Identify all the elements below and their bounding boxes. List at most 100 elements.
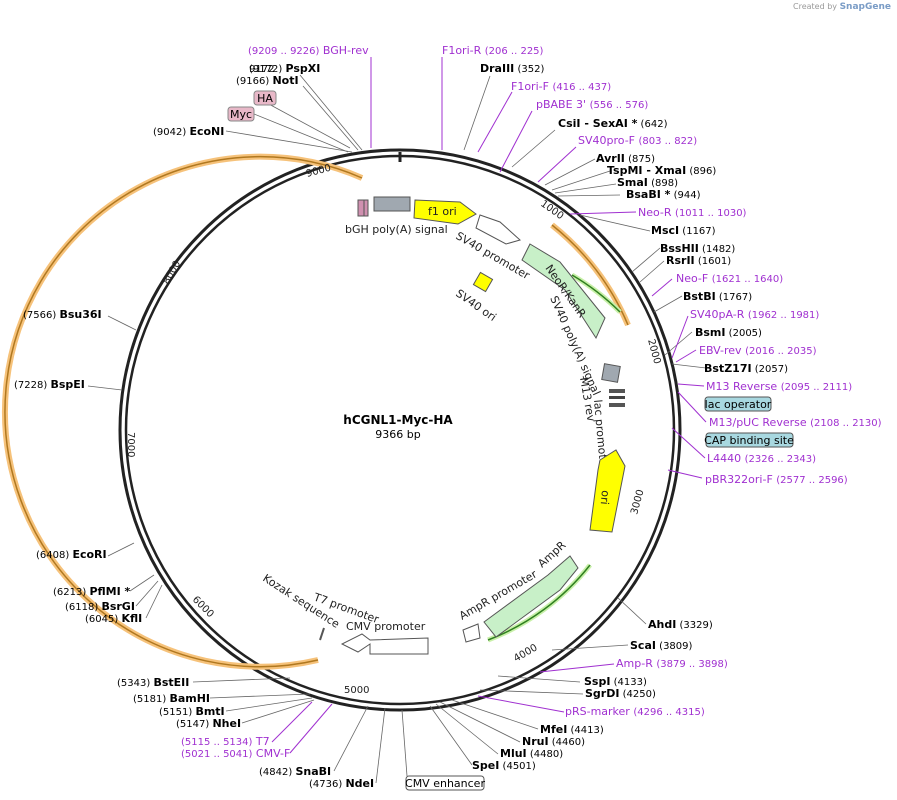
site-econi[interactable]: (9042) EcoNI [153, 125, 224, 138]
svg-text:CMV enhancer: CMV enhancer [405, 777, 485, 790]
site-draiii[interactable]: DraIII (352) [480, 62, 544, 75]
plasmid-length: 9366 bp [375, 428, 420, 441]
orf-arc-left-core [4, 155, 363, 668]
label-cmv-enhancer[interactable]: CMV enhancer [405, 775, 485, 791]
primer-t7[interactable]: (5115 .. 5134) T7 [181, 735, 270, 748]
site-mlui[interactable]: MluI (4480) [500, 747, 563, 760]
site-nhei[interactable]: (5147) NheI [176, 717, 241, 730]
site-bmti[interactable]: (5151) BmtI [159, 705, 225, 718]
tick-3000: 3000 [629, 488, 646, 515]
site-sspi[interactable]: SspI (4133) [584, 675, 647, 688]
primer-ebv-rev[interactable]: EBV-rev (2016 .. 2035) [699, 344, 817, 357]
label-lac-operator[interactable]: lac operator [704, 396, 772, 412]
site-msci[interactable]: MscI (1167) [651, 224, 716, 237]
site-spei[interactable]: SpeI (4501) [472, 759, 536, 772]
label-myc[interactable]: Myc [227, 106, 255, 122]
credit-text: Created by [793, 2, 838, 11]
primer-prs-marker[interactable]: pRS-marker (4296 .. 4315) [565, 705, 705, 718]
site-bsshii[interactable]: BssHII (1482) [660, 242, 735, 255]
primer-bgh-rev[interactable]: (9209 .. 9226) BGH-rev [248, 44, 369, 57]
site-leaders [87, 74, 707, 784]
site-smai[interactable]: SmaI (898) [617, 176, 678, 189]
primer-sv40pro-f[interactable]: SV40pro-F (803 .. 822) [578, 134, 697, 147]
site-snabi[interactable]: (4842) SnaBI [259, 765, 331, 778]
site-bstz17i[interactable]: BstZ17I (2057) [704, 362, 788, 375]
site-noti[interactable]: (9166) NotI [236, 74, 299, 87]
site-scai[interactable]: ScaI (3809) [630, 639, 693, 652]
feature-ampr[interactable] [483, 555, 579, 638]
label-cap-binding-site[interactable]: CAP binding site [704, 432, 794, 448]
svg-text:Myc: Myc [230, 108, 252, 121]
feature-cmv-promoter-label: CMV promoter [346, 620, 426, 633]
site-labels: 9172 [249, 64, 274, 75]
site-bsabi[interactable]: BsaBI * (944) [626, 188, 701, 201]
site-ndei[interactable]: (4736) NdeI [309, 777, 374, 790]
feature-lac-promoter-label: lac promoter [591, 399, 610, 471]
site-bstbi[interactable]: BstBI (1767) [683, 290, 752, 303]
tick-6000: 6000 [190, 594, 216, 620]
feature-lac-operator[interactable] [609, 396, 625, 399]
site-bamhi[interactable]: (5181) BamHI [133, 692, 210, 705]
feature-ori-label: ori [598, 490, 612, 505]
label-ha[interactable]: HA [253, 90, 277, 106]
feature-bgh-polya-label: bGH poly(A) signal [345, 223, 448, 236]
primer-pbabe3[interactable]: pBABE 3' (556 .. 576) [536, 98, 648, 111]
site-ecori[interactable]: (6408) EcoRI [36, 548, 107, 561]
tick-5000: 5000 [344, 685, 369, 696]
feature-m13-rev[interactable] [609, 389, 625, 393]
feature-f1-ori[interactable] [413, 199, 477, 225]
tick-8000: 8000 [161, 259, 183, 287]
feature-sv40-polya[interactable] [601, 363, 621, 383]
feature-cmv-promoter[interactable] [340, 633, 429, 655]
site-tspmi[interactable]: TspMI - XmaI (896) [607, 164, 716, 177]
brand-logo: SnapGene [839, 2, 891, 12]
tick-7000: 7000 [125, 432, 136, 457]
site-sgrdi[interactable]: SgrDI (4250) [585, 687, 656, 700]
primer-cmv-f[interactable]: (5021 .. 5041) CMV-F [181, 747, 290, 760]
primer-f1ori-r[interactable]: F1ori-R (206 .. 225) [442, 44, 544, 57]
backbone-outer [118, 148, 682, 712]
site-nrui[interactable]: NruI (4460) [522, 735, 585, 748]
feature-ori[interactable] [589, 449, 626, 533]
site-csii[interactable]: CsiI - SexAI * (642) [558, 117, 668, 130]
primer-l4440[interactable]: L4440 (2326 .. 2343) [707, 452, 816, 465]
site-kfli[interactable]: (6045) KflI [85, 612, 142, 625]
feature-ampr-promoter[interactable] [462, 623, 481, 643]
credit: Created by SnapGene [793, 2, 891, 12]
primer-neo-r[interactable]: Neo-R (1011 .. 1030) [638, 206, 747, 219]
feature-sv40-ori[interactable] [472, 271, 494, 293]
site-bsu36i[interactable]: (7566) Bsu36I [23, 308, 102, 321]
site-ahdi[interactable]: AhdI (3329) [648, 618, 713, 631]
feature-sv40-promoter[interactable] [475, 214, 522, 245]
orf-amp-arc-core [487, 564, 591, 641]
site-avrii[interactable]: AvrII (875) [596, 152, 655, 165]
feature-ha[interactable] [357, 199, 365, 217]
feature-neor[interactable] [521, 243, 606, 340]
feature-sv40-ori-label: SV40 ori [453, 287, 498, 324]
site-bsmi[interactable]: BsmI (2005) [695, 326, 762, 339]
primer-m13-puc-reverse[interactable]: M13/pUC Reverse (2108 .. 2130) [709, 416, 882, 429]
primer-neo-f[interactable]: Neo-F (1621 .. 1640) [676, 272, 783, 285]
orf-neo-arc-core [571, 274, 621, 313]
site-pflmi[interactable]: (6213) PflMI * [53, 585, 131, 598]
primer-sv40pa-r[interactable]: SV40pA-R (1962 .. 1981) [690, 308, 819, 321]
svg-text:9172: 9172 [249, 64, 274, 75]
feature-myc[interactable] [363, 199, 369, 217]
primer-f1ori-f[interactable]: F1ori-F (416 .. 437) [511, 80, 611, 93]
svg-text:HA: HA [257, 92, 273, 105]
site-mfei[interactable]: MfeI (4413) [540, 723, 604, 736]
tick-4000: 4000 [512, 642, 540, 664]
site-bspei[interactable]: (7228) BspEI [14, 378, 85, 391]
site-bsteii[interactable]: (5343) BstEII [117, 676, 189, 689]
site-rsrii[interactable]: RsrII (1601) [666, 254, 731, 267]
orf-arc-right-core [551, 224, 629, 326]
primer-amp-r[interactable]: Amp-R (3879 .. 3898) [616, 657, 728, 670]
site-pspxi[interactable]: (9172) PspXI [249, 62, 320, 75]
site-bsrgi[interactable]: (6118) BsrGI [65, 600, 135, 613]
primer-m13-reverse[interactable]: M13 Reverse (2095 .. 2111) [706, 380, 852, 393]
primer-pbr322ori-f[interactable]: pBR322ori-F (2577 .. 2596) [705, 473, 848, 486]
feature-cap-site[interactable] [609, 403, 625, 407]
feature-bgh-polya[interactable] [373, 196, 411, 212]
svg-text:lac operator: lac operator [705, 398, 772, 411]
